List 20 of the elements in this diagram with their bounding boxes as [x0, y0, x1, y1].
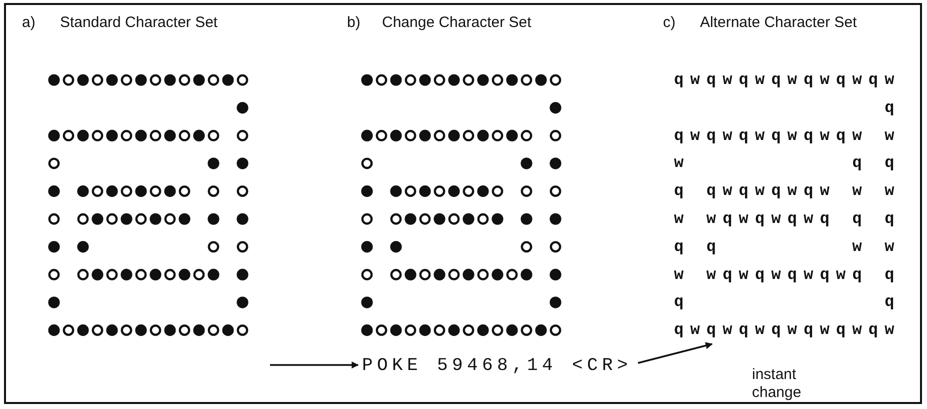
- panel-letter: c): [663, 14, 676, 32]
- arrow: [638, 342, 713, 364]
- character-row: q q: [674, 292, 901, 312]
- character-row: q: [884, 98, 901, 118]
- panel-heading: Alternate Character Set: [700, 14, 857, 32]
- character-row: qwqwqwqwqwqw w: [674, 126, 901, 146]
- character-row: w wqwqwqwqwq q: [674, 264, 901, 285]
- character-row: q qwqwqwqw w w: [674, 181, 901, 202]
- panel-letter: b): [347, 14, 360, 32]
- character-row: qwqwqwqwqwqwqw: [674, 70, 901, 90]
- panel-heading: Standard Character Set: [60, 14, 218, 32]
- character-row: q q w w: [674, 236, 901, 257]
- character-row: w wqwqwqwq q q: [674, 209, 901, 229]
- character-row: w q q: [674, 153, 901, 174]
- character-row: qwqwqwqwqwqwqw: [674, 320, 901, 340]
- panel-letter: a): [22, 14, 36, 32]
- panel-heading: Change Character Set: [382, 14, 532, 32]
- command-text: POKE 59468,14 <CR>: [362, 355, 634, 378]
- arrow: [270, 362, 359, 368]
- annotation-text: instant change: [752, 366, 802, 402]
